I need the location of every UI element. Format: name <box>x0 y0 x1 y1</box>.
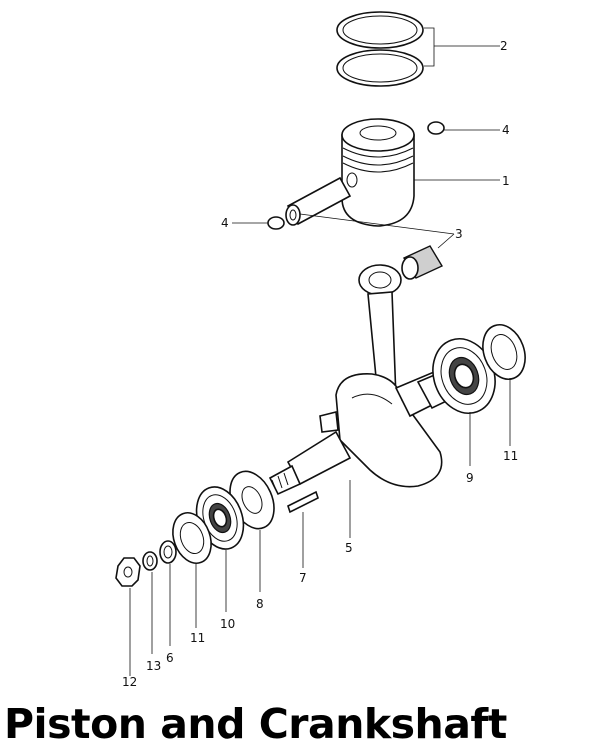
needle-bearing <box>299 213 455 280</box>
circlip-left <box>232 216 285 230</box>
callout-5: 5 <box>345 541 353 555</box>
oil-seal-left <box>172 512 212 628</box>
callout-13: 13 <box>146 659 161 673</box>
callout-11-right: 11 <box>503 449 518 463</box>
callout-3: 3 <box>455 227 463 241</box>
page-title: Piston and Crankshaft <box>4 700 507 748</box>
oil-seal-right <box>482 324 526 446</box>
callout-2: 2 <box>500 39 508 53</box>
connecting-rod <box>358 264 402 399</box>
lock-washer <box>142 551 158 654</box>
callout-12: 12 <box>122 675 137 689</box>
piston-rings <box>336 11 500 87</box>
piston-pin <box>285 176 352 226</box>
hex-nut <box>115 557 141 676</box>
flat-washer <box>159 540 177 646</box>
callout-6: 6 <box>166 651 174 665</box>
circlip-right <box>427 121 500 135</box>
callout-7: 7 <box>299 571 307 585</box>
callout-11-left: 11 <box>190 631 205 645</box>
piston <box>341 118 500 227</box>
callout-4-right: 4 <box>502 123 510 137</box>
exploded-parts-diagram: 1 2 3 4 4 5 6 7 8 9 10 11 11 12 13 <box>115 11 526 689</box>
callout-4-left: 4 <box>221 216 229 230</box>
callout-8: 8 <box>256 597 264 611</box>
callout-9: 9 <box>466 471 474 485</box>
callout-10: 10 <box>220 617 235 631</box>
woodruff-key <box>287 490 319 568</box>
callout-1: 1 <box>502 174 510 188</box>
main-bearing-right <box>432 338 496 466</box>
